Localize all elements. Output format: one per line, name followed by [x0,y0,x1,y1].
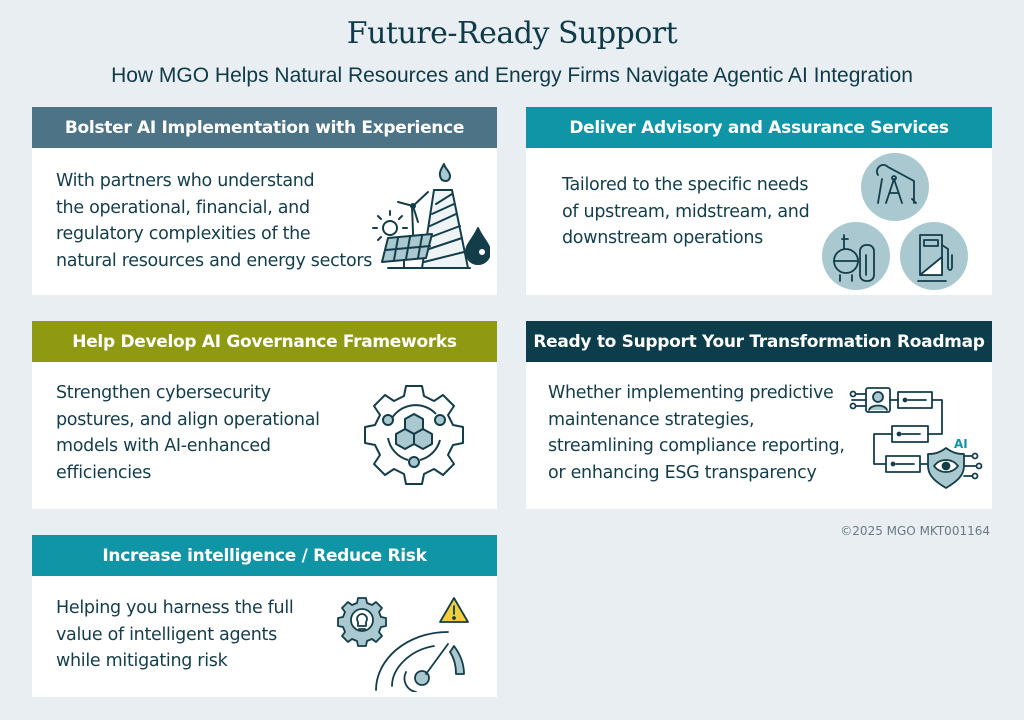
card-text: With partners who understand the operati… [56,168,372,274]
text-line: models with AI-enhanced [56,436,271,456]
oil-pump-refinery-fuel-icon [822,153,968,290]
energy-infrastructure-icon [372,163,490,269]
card-header: Bolster AI Implementation with Experienc… [32,107,497,148]
card-transformation-roadmap: Ready to Support Your Transformation Roa… [526,321,992,509]
gear-cubes-icon [364,385,464,485]
text-line: maintenance strategies, [548,409,755,430]
text-line: while mitigating risk [56,651,228,671]
page-subtitle: How MGO Helps Natural Resources and Ener… [111,64,913,87]
page-title: Future-Ready Support [346,16,678,51]
card-header: Ready to Support Your Transformation Roa… [526,321,992,362]
card-intelligence-risk: Increase intelligence / Reduce Risk Help… [32,535,497,697]
text-line: Whether implementing predictive [548,383,834,403]
card-header: Deliver Advisory and Assurance Services [526,107,992,148]
card-text: Whether implementing predictive maintena… [548,380,845,486]
text-line: regulatory complexities of the [56,224,311,244]
svg-text:AI: AI [954,437,968,451]
card-text: Tailored to the specific needs of upstre… [562,172,810,252]
text-line: the operational, financial, and [56,197,310,218]
text-line: or enhancing ESG transparency [548,462,817,483]
text-line: Tailored to the specific needs [562,175,809,195]
text-line: value of intelligent agents [56,624,277,645]
card-text: Strengthen cybersecurity postures, and a… [56,380,320,486]
text-line: natural resources and energy sectors [56,250,373,271]
text-line: With partners who understand [56,171,315,191]
copyright-text: ©2025 MGO MKT001164 [840,524,990,538]
gauge-warning-icon [337,597,469,692]
text-line: of upstream, midstream, and [562,201,810,222]
text-line: Helping you harness the full [56,598,294,618]
card-text: Helping you harness the full value of in… [56,595,294,675]
text-line: Strengthen cybersecurity [56,383,271,403]
text-line: streamlining compliance reporting, [548,436,845,456]
ai-workflow-shield-icon: AI [849,387,983,489]
card-header: Help Develop AI Governance Frameworks [32,321,497,362]
text-line: downstream operations [562,228,763,248]
text-line: efficiencies [56,462,152,483]
text-line: postures, and align operational [56,409,320,430]
card-ai-governance: Help Develop AI Governance Frameworks St… [32,321,497,509]
card-advisory-assurance: Deliver Advisory and Assurance Services … [526,107,992,295]
card-header: Increase intelligence / Reduce Risk [32,535,497,576]
card-bolster-ai: Bolster AI Implementation with Experienc… [32,107,497,295]
